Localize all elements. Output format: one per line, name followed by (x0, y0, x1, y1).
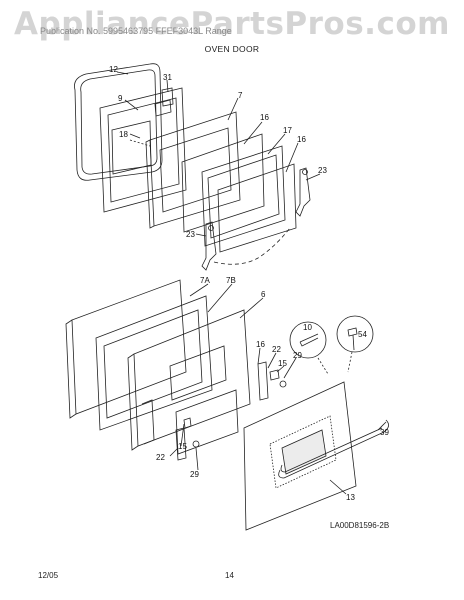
part-12-gasket (74, 63, 163, 181)
callout-22-upper: 22 (272, 345, 281, 354)
part-9-inner-panel (99, 87, 187, 213)
callout-6: 6 (261, 290, 266, 299)
callout-18: 18 (119, 130, 128, 139)
section-title: OVEN DOOR (204, 44, 260, 54)
callout-31: 31 (163, 73, 172, 82)
part-31-bracket (161, 87, 174, 107)
callout-29-upper: 29 (293, 351, 302, 360)
callout-9: 9 (118, 94, 123, 103)
callout-12: 12 (109, 65, 118, 74)
part-22-bracket-lower (175, 427, 187, 461)
part-22-bracket-upper (257, 361, 269, 401)
footer-page-number: 14 (225, 571, 234, 580)
callout-17: 17 (283, 126, 292, 135)
part-18-leader (129, 139, 151, 147)
part-39-handle (278, 419, 389, 479)
callout-16-lower: 16 (256, 340, 265, 349)
part-7b-insulation (95, 295, 213, 431)
callout-15-lower: 15 (178, 442, 187, 451)
part-10-screw-detail (289, 321, 329, 375)
callout-23-right: 23 (318, 166, 327, 175)
watermark: AppliancePartsPros.com (14, 6, 450, 42)
part-23-hinge-left (201, 221, 217, 271)
callout-22-lower: 22 (156, 453, 165, 462)
part-29-screw-upper (279, 380, 287, 388)
part-17-glass-frame (201, 145, 286, 247)
callout-54: 54 (358, 330, 367, 339)
part-7a-insulation (65, 279, 187, 419)
footer-date: 12/05 (38, 571, 59, 580)
callout-10: 10 (303, 323, 312, 332)
part-13-outer-door (243, 381, 357, 531)
part-54-screw-detail (336, 315, 374, 373)
part-23-hinge-right (295, 167, 311, 217)
part-15-clip-lower (183, 417, 192, 429)
part-7-liner (145, 111, 241, 229)
callout-39: 39 (380, 428, 389, 437)
part-16-glass-a (181, 133, 265, 233)
callout-15-upper: 15 (278, 359, 287, 368)
part-16-glass-c (175, 389, 239, 455)
callout-7b: 7B (226, 276, 236, 285)
assembly-connector (213, 227, 291, 265)
callout-13: 13 (346, 493, 355, 502)
callout-7a: 7A (200, 276, 210, 285)
part-15-clip-upper (269, 369, 280, 381)
callout-16-glass: 16 (297, 135, 306, 144)
part-6-door-frame (127, 309, 251, 451)
callout-7: 7 (238, 91, 243, 100)
callout-16-upper: 16 (260, 113, 269, 122)
diagram-code: LA00D81596-2B (330, 521, 390, 530)
callout-29-lower: 29 (190, 470, 199, 479)
part-16-glass-b (217, 163, 297, 253)
part-29-screw-lower (192, 440, 200, 448)
callout-23-left: 23 (186, 230, 195, 239)
publication-header: Publication No. 5995463795 FFEF3043L Ran… (40, 26, 232, 36)
